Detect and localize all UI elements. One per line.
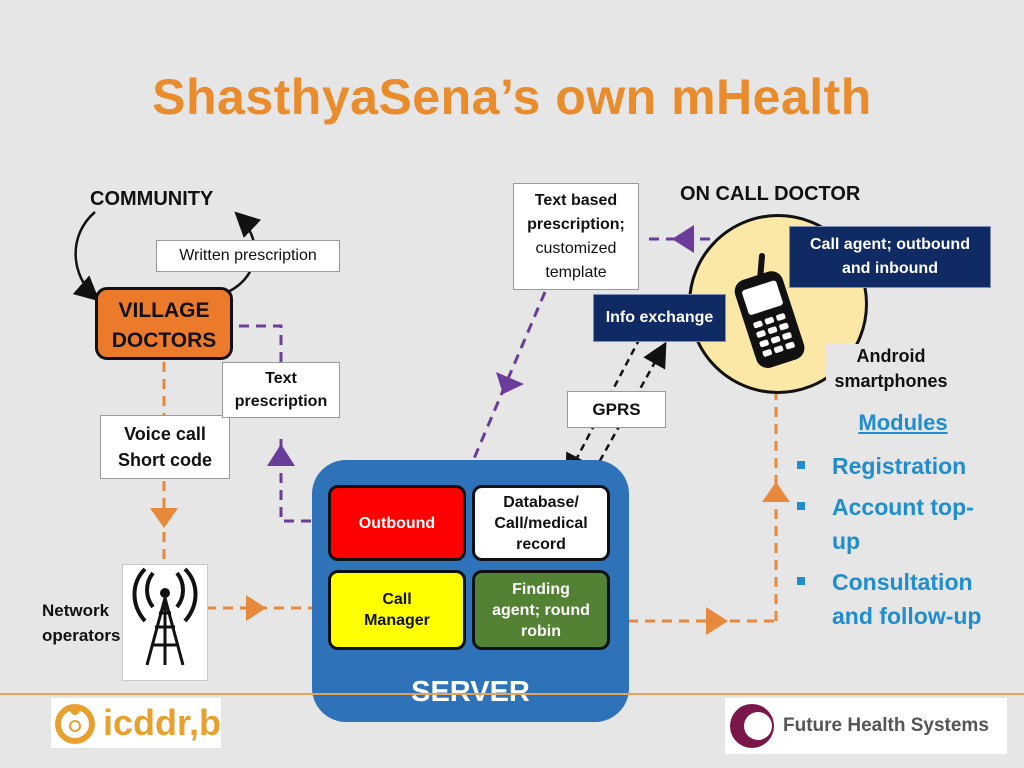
network-operators-line1: Network bbox=[42, 601, 110, 620]
call-agent-line1: Call agent; outbound bbox=[810, 236, 970, 253]
database-line2: Call/medical bbox=[494, 514, 588, 532]
voice-call-line2: Short code bbox=[117, 450, 212, 470]
android-smartphones-label: Android smartphones bbox=[826, 344, 956, 394]
footer-divider bbox=[0, 693, 1024, 695]
on-call-doctor-label: ON CALL DOCTOR bbox=[680, 183, 861, 205]
network-arrowhead bbox=[246, 595, 266, 621]
modules-title: Modules bbox=[858, 410, 948, 435]
community-label: COMMUNITY bbox=[90, 188, 214, 210]
prescription-server-arrowhead bbox=[496, 372, 524, 394]
outbound-arrowhead bbox=[267, 444, 295, 466]
mobile-phone-icon bbox=[734, 253, 805, 368]
finding-agent-line3: robin bbox=[520, 622, 561, 640]
page-title: ShasthyaSena’s own mHealth bbox=[152, 69, 872, 125]
voice-call-box: Voice call Short code bbox=[100, 415, 230, 479]
database-module: Database/ Call/medical record bbox=[472, 485, 610, 561]
module-item-line1: Registration bbox=[832, 453, 967, 479]
module-item-line1: Consultation bbox=[832, 569, 973, 595]
info-exchange-box: Info exchange bbox=[593, 294, 726, 342]
finding-agent-line1: Finding bbox=[512, 580, 570, 598]
fhs-logo-text: Future Health Systems bbox=[783, 715, 989, 736]
network-operators-line2: operators bbox=[42, 626, 121, 645]
icddrb-emblem-icon bbox=[55, 704, 95, 744]
fhs-emblem-icon bbox=[730, 704, 774, 748]
module-item-line2: and follow-up bbox=[832, 603, 982, 629]
text-prescription-up-line bbox=[234, 324, 283, 362]
bullet-icon bbox=[797, 461, 805, 469]
server-label: SERVER bbox=[411, 676, 530, 708]
text-based-line2: prescription; bbox=[527, 216, 625, 233]
voice-call-arrowhead bbox=[150, 508, 178, 528]
bullet-icon bbox=[797, 502, 805, 510]
written-prescription-box: Written prescription bbox=[156, 240, 340, 272]
android-line1: Android bbox=[856, 346, 926, 366]
call-manager-module: Call Manager bbox=[328, 570, 466, 650]
modules-list: Registration Account top- up Consultatio… bbox=[795, 449, 1015, 640]
text-prescription-line1: Text bbox=[265, 370, 297, 387]
outbound-module: Outbound bbox=[328, 485, 466, 561]
android-line2: smartphones bbox=[834, 371, 948, 391]
finding-agent-module: Finding agent; round robin bbox=[472, 570, 610, 650]
antenna-icon bbox=[122, 564, 208, 681]
text-based-line3: customized bbox=[535, 240, 617, 257]
community-left-curve bbox=[72, 211, 100, 302]
voice-call-line1: Voice call bbox=[124, 424, 206, 444]
text-based-prescription-box: Text based prescription; customized temp… bbox=[513, 183, 639, 290]
call-agent-line2: and inbound bbox=[842, 260, 938, 277]
database-line1: Database/ bbox=[503, 493, 579, 511]
doctor-prescription-arrowhead bbox=[672, 225, 694, 253]
call-agent-box: Call agent; outbound and inbound bbox=[789, 226, 991, 288]
text-prescription-box: Text prescription bbox=[222, 362, 340, 418]
doctor-vertical-arrowhead bbox=[762, 482, 790, 502]
call-manager-line2: Manager bbox=[364, 612, 430, 629]
fhs-logo: Future Health Systems bbox=[725, 698, 1007, 754]
call-manager-line1: Call bbox=[382, 591, 412, 608]
module-item-line2: up bbox=[832, 528, 861, 554]
network-operators-label: Network operators bbox=[42, 598, 121, 648]
text-based-line4: template bbox=[545, 264, 607, 281]
module-item: Account top- up bbox=[795, 490, 1015, 558]
icddrb-logo: icddr,b bbox=[51, 698, 221, 748]
module-item: Registration bbox=[795, 449, 1015, 483]
text-based-line1: Text based bbox=[534, 192, 618, 209]
bullet-icon bbox=[797, 577, 805, 585]
village-doctors-line2: DOCTORS bbox=[111, 329, 217, 352]
database-line3: record bbox=[516, 535, 566, 553]
text-prescription-line2: prescription bbox=[234, 393, 328, 410]
finding-agent-line2: agent; round bbox=[492, 601, 590, 619]
module-item: Consultation and follow-up bbox=[795, 565, 1015, 633]
module-item-line1: Account top- bbox=[832, 494, 974, 520]
village-doctors-line1: VILLAGE bbox=[118, 299, 210, 322]
server-panel: Outbound Database/ Call/medical record C… bbox=[312, 460, 629, 722]
gprs-box: GPRS bbox=[567, 391, 666, 428]
agent-doctor-arrowhead bbox=[706, 607, 728, 635]
village-doctors-box: VILLAGE DOCTORS bbox=[95, 287, 233, 360]
icddrb-logo-text: icddr,b bbox=[102, 702, 221, 743]
